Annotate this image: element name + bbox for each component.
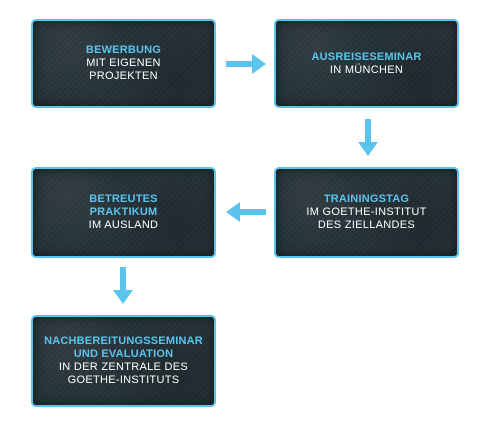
step-title: NACHBEREITUNGSSEMINAR UND EVALUATION (44, 335, 203, 360)
step-subtitle: IN MÜNCHEN (329, 63, 404, 76)
arrow-left-icon (226, 202, 266, 222)
step-title: TRAININGSTAG (323, 193, 410, 205)
step-subtitle: IN DER ZENTRALE DES GOETHE-INSTITUTS (58, 361, 189, 386)
step-ausreiseseminar-box: AUSREISESEMINAR IN MÜNCHEN (274, 19, 459, 108)
arrow-down-icon (358, 119, 378, 156)
step-subtitle: IM GOETHE-INSTITUT DES ZIELLANDES (306, 206, 427, 231)
step-nachbereitungsseminar-box: NACHBEREITUNGSSEMINAR UND EVALUATION IN … (31, 315, 216, 407)
step-title: BEWERBUNG (85, 44, 162, 56)
step-praktikum-box: BETREUTES PRAKTIKUM IM AUSLAND (31, 167, 216, 258)
arrow-down-icon (113, 267, 133, 304)
arrow-right-icon (226, 54, 266, 74)
step-title: AUSREISESEMINAR (311, 50, 422, 63)
step-subtitle: MIT EIGENEN PROJEKTEN (86, 57, 161, 82)
step-subtitle: IM AUSLAND (88, 219, 159, 231)
step-trainingstag-box: TRAININGSTAG IM GOETHE-INSTITUT DES ZIEL… (274, 167, 459, 258)
step-bewerbung-box: BEWERBUNG MIT EIGENEN PROJEKTEN (31, 19, 216, 108)
step-title: BETREUTES PRAKTIKUM (89, 193, 158, 218)
